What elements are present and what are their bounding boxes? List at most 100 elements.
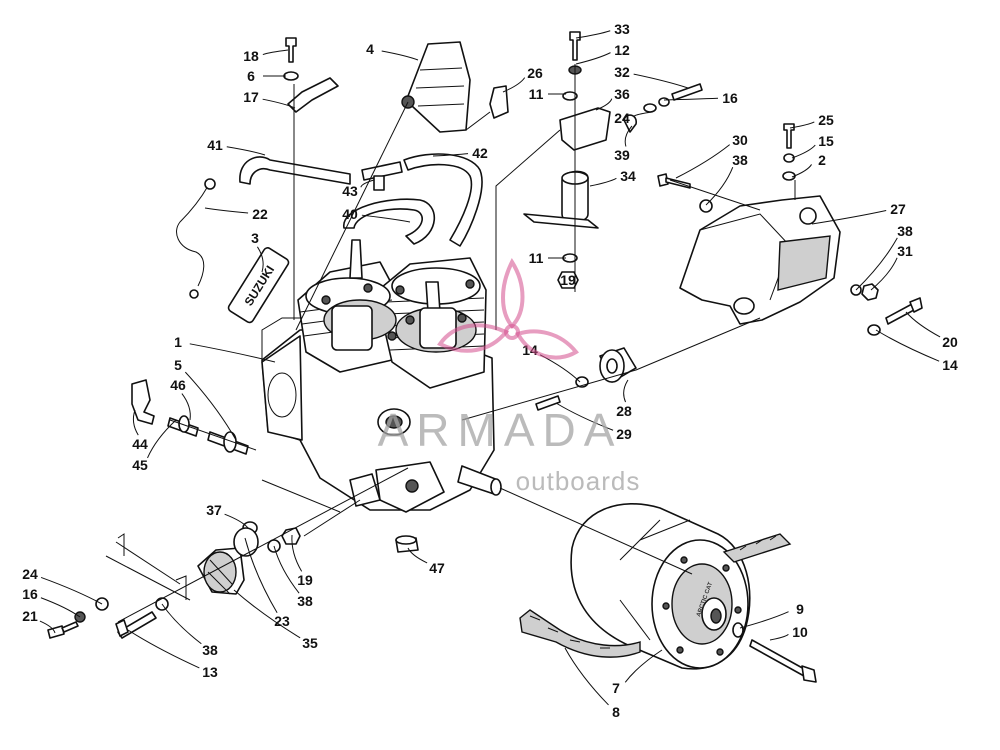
callout-10: 10 xyxy=(792,624,808,640)
callout-17: 17 xyxy=(243,89,259,105)
callout-14: 14 xyxy=(942,357,958,373)
callout-13: 13 xyxy=(202,664,218,680)
leader-line xyxy=(226,146,266,156)
leader-line xyxy=(905,311,941,338)
callout-32: 32 xyxy=(614,64,630,80)
callout-29: 29 xyxy=(616,426,632,442)
leader-line xyxy=(233,589,301,639)
leader-line xyxy=(624,649,663,683)
leader-line xyxy=(870,257,898,291)
engine-mount-bracket-part xyxy=(679,195,841,325)
callout-44: 44 xyxy=(132,436,148,452)
callout-6: 6 xyxy=(247,68,255,84)
callout-38: 38 xyxy=(202,642,218,658)
callout-30: 30 xyxy=(732,132,748,148)
leader-line xyxy=(564,647,609,706)
leader-line xyxy=(663,97,719,101)
leader-line xyxy=(204,207,249,214)
leader-line xyxy=(633,73,689,89)
callout-9: 9 xyxy=(796,601,804,617)
leader-line xyxy=(147,419,177,459)
callout-12: 12 xyxy=(614,42,630,58)
callout-25: 25 xyxy=(818,112,834,128)
assembly-axes xyxy=(117,64,796,623)
callout-35: 35 xyxy=(302,635,318,651)
leader-line xyxy=(273,545,300,594)
leader-line xyxy=(127,629,200,669)
callout-5: 5 xyxy=(174,357,182,373)
leader-line xyxy=(40,597,81,618)
bracket-part xyxy=(287,77,339,113)
callout-28: 28 xyxy=(616,403,632,419)
callout-16: 16 xyxy=(22,586,38,602)
callout-24: 24 xyxy=(614,110,630,126)
callout-33: 33 xyxy=(614,21,630,37)
callout-15: 15 xyxy=(818,133,834,149)
callout-leaders xyxy=(39,30,941,706)
leader-line xyxy=(769,633,789,641)
leader-line xyxy=(407,547,428,564)
leader-line xyxy=(633,111,653,117)
leader-line xyxy=(789,121,815,129)
leader-line xyxy=(575,30,611,39)
watermark-brand: ARMADA xyxy=(378,404,623,456)
callout-42: 42 xyxy=(472,145,488,161)
leader-line xyxy=(244,537,278,614)
leader-line xyxy=(39,620,56,634)
leader-line xyxy=(791,164,812,178)
callout-3: 3 xyxy=(251,230,259,246)
callout-2: 2 xyxy=(818,152,826,168)
callout-11: 11 xyxy=(529,250,544,266)
callout-38: 38 xyxy=(732,152,748,168)
callout-19: 19 xyxy=(560,272,576,288)
callout-23: 23 xyxy=(274,613,290,629)
callout-8: 8 xyxy=(612,704,620,720)
callout-43: 43 xyxy=(342,183,358,199)
leader-line xyxy=(360,179,375,188)
leader-line xyxy=(589,177,617,187)
leader-line xyxy=(189,343,276,363)
drive-belt-part xyxy=(519,609,641,658)
callout-labels: 1234567891011111213141415161617181919202… xyxy=(22,21,958,720)
callout-46: 46 xyxy=(170,377,186,393)
callout-41: 41 xyxy=(207,137,223,153)
watermark-logo-icon xyxy=(437,257,579,360)
part-glyphs: SUZUKI xyxy=(47,31,923,683)
callout-40: 40 xyxy=(342,206,358,222)
leader-line xyxy=(624,125,633,147)
callout-36: 36 xyxy=(614,86,630,102)
leader-line xyxy=(40,576,103,605)
leader-line xyxy=(181,393,191,421)
callout-1: 1 xyxy=(174,334,182,350)
leader-line xyxy=(855,237,898,291)
callout-18: 18 xyxy=(243,48,259,64)
wire-part xyxy=(176,185,209,287)
callout-22: 22 xyxy=(252,206,268,222)
callout-20: 20 xyxy=(942,334,958,350)
watermark: ARMADA outboards xyxy=(378,257,639,496)
hose-part xyxy=(239,156,351,185)
callout-7: 7 xyxy=(612,680,620,696)
callout-39: 39 xyxy=(614,147,630,163)
leader-line xyxy=(502,77,526,93)
leader-line xyxy=(184,371,237,441)
leader-line xyxy=(432,153,469,157)
leader-line xyxy=(262,98,296,109)
callout-38: 38 xyxy=(297,593,313,609)
leader-line xyxy=(575,52,611,65)
leader-line xyxy=(623,379,629,403)
callout-34: 34 xyxy=(620,168,636,184)
callout-47: 47 xyxy=(429,560,445,576)
leader-line xyxy=(555,402,614,431)
leader-line xyxy=(361,214,411,223)
leader-line xyxy=(161,603,202,645)
engine-assembly xyxy=(261,239,502,513)
callout-16: 16 xyxy=(722,90,738,106)
leader-line xyxy=(791,144,816,159)
leader-line xyxy=(595,98,613,111)
leader-line xyxy=(257,246,264,273)
leader-line xyxy=(381,50,419,61)
leader-line xyxy=(675,144,730,179)
callout-31: 31 xyxy=(897,243,913,259)
